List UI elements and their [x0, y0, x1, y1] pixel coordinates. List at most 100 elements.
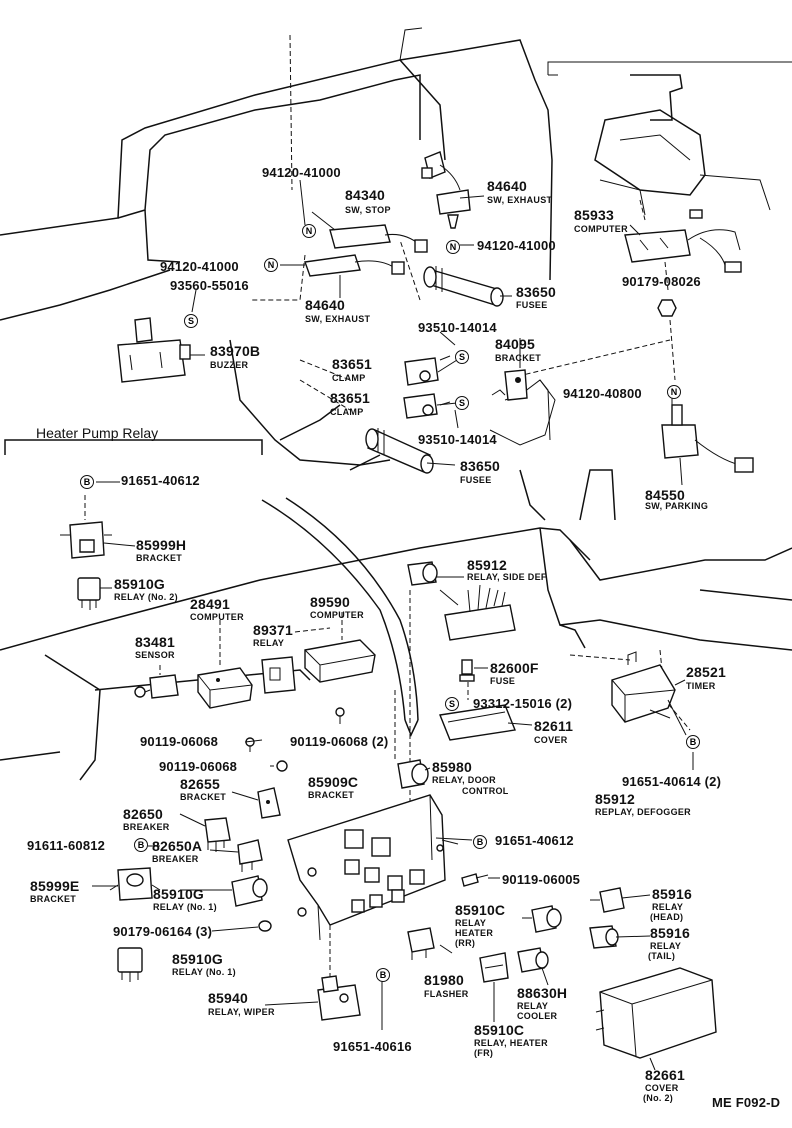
part-number: 83651: [332, 356, 372, 372]
part-name: COOLER: [517, 1011, 558, 1021]
symbol-s: S: [455, 350, 469, 364]
computer-28491-shape: [197, 667, 253, 709]
part-name: COVER: [645, 1083, 679, 1093]
bracket-84095-shape: [491, 369, 528, 401]
part-name: RELAY: [455, 918, 487, 928]
part-number: 91651-40616: [333, 1039, 412, 1054]
part-number: 82600F: [490, 660, 539, 676]
screw-90119-06068-b: [335, 707, 345, 724]
part-number: 82655: [180, 776, 220, 792]
part-name: SENSOR: [135, 650, 175, 660]
part-number: 83651: [330, 390, 370, 406]
computer-89590-shape: [304, 639, 376, 683]
part-name: COVER: [534, 735, 568, 745]
part-number: 90179-06164 (3): [113, 924, 213, 939]
breaker-82650-shape: [204, 817, 231, 852]
part-number: 84640: [487, 178, 527, 194]
bracket-82655-shape: [257, 787, 281, 819]
part-number: 93560-55016: [170, 278, 249, 293]
part-number: 88630H: [517, 985, 568, 1001]
part-name: (No. 2): [643, 1093, 674, 1103]
part-number: 85912: [595, 791, 635, 807]
part-number: 85910G: [172, 951, 224, 967]
cover-82611-shape: [439, 704, 516, 741]
part-number: 84095: [495, 336, 535, 352]
part-name: RELAY: [650, 941, 682, 951]
part-name: COMPUTER: [310, 610, 364, 620]
timer-shape: [611, 651, 676, 723]
part-number: 81980: [424, 972, 464, 988]
fusee-lower-shape: [365, 428, 434, 474]
part-number: 83970B: [210, 343, 261, 359]
part-number: 85916: [652, 886, 692, 902]
part-number: 90179-08026: [622, 274, 701, 289]
part-name: RELAY: [652, 902, 684, 912]
heater-pump-box: [4, 439, 263, 455]
part-number: 28491: [190, 596, 230, 612]
part-number: 90119-06068 (2): [290, 734, 389, 749]
clamp-upper-shape: [404, 357, 439, 386]
fusee-upper-shape: [423, 266, 504, 307]
symbol-s: S: [445, 697, 459, 711]
part-name: TIMER: [686, 681, 716, 691]
console-inset-frame: [547, 61, 792, 221]
part-number: 90119-06068: [159, 759, 238, 774]
part-name: CONTROL: [462, 786, 509, 796]
relay-cooler-shape: [517, 947, 549, 973]
part-number: 94120-41000: [160, 259, 239, 274]
part-name: FUSEE: [460, 475, 492, 485]
part-name: RELAY, HEATER: [474, 1038, 548, 1048]
part-name: (TAIL): [648, 951, 676, 961]
relay-85910g-no2-shape: [77, 577, 101, 610]
part-number: 82611: [534, 718, 574, 734]
exhaust-switch-upper-shape: [421, 151, 471, 229]
part-number: 91651-40614 (2): [622, 774, 722, 789]
part-name: RELAY: [517, 1001, 549, 1011]
part-number: 85910C: [455, 902, 506, 918]
part-number: 83481: [135, 634, 175, 650]
leader-lines: [92, 179, 694, 1071]
relay-wiper-shape: [317, 975, 361, 1021]
part-name: BREAKER: [152, 854, 199, 864]
bracket-85999e-shape: [109, 867, 161, 901]
part-name: FUSE: [490, 676, 516, 686]
flasher-shape: [407, 927, 435, 960]
relay-side-def-shape: [407, 561, 438, 586]
part-number: 91651-40612: [121, 473, 200, 488]
part-number: 93312-15016 (2): [473, 696, 573, 711]
part-name: RELAY, SIDE DEF: [467, 572, 547, 582]
part-number: 85916: [650, 925, 690, 941]
part-name: RELAY (No. 2): [114, 592, 178, 602]
part-name: RELAY, WIPER: [208, 1007, 275, 1017]
exhaust-switch-lower-shape: [304, 254, 405, 277]
relay-85910g-no1-shape: [231, 875, 268, 907]
part-name: SW, EXHAUST: [487, 195, 553, 205]
part-number: 83650: [460, 458, 500, 474]
sensor-83481-shape: [134, 674, 179, 699]
part-number: 82650: [123, 806, 163, 822]
part-name: SW, PARKING: [645, 501, 709, 511]
part-number: 85999E: [30, 878, 80, 894]
part-number: 82661: [645, 1067, 685, 1083]
symbol-b: B: [686, 735, 700, 749]
symbol-b: B: [80, 475, 94, 489]
nut-90179-08026: [657, 299, 677, 317]
relay-89371-shape: [261, 656, 296, 694]
relay-heater-rr-shape: [531, 905, 562, 933]
part-name: SW, EXHAUST: [305, 314, 371, 324]
fuse-82600f-shape: [459, 659, 475, 682]
part-number: 89590: [310, 594, 350, 610]
symbol-s: S: [455, 396, 469, 410]
part-number: 84340: [345, 187, 385, 203]
relay-door-control-shape: [397, 759, 429, 789]
part-name: BRACKET: [30, 894, 77, 904]
part-number: 85910G: [153, 886, 205, 902]
part-name: COMPUTER: [190, 612, 244, 622]
part-name: CLAMP: [330, 407, 364, 417]
part-name: BRACKET: [180, 792, 227, 802]
part-number: 94120-41000: [477, 238, 556, 253]
part-name: RELAY, DOOR: [432, 775, 496, 785]
part-number: 82650A: [152, 838, 203, 854]
part-number: 83650: [516, 284, 556, 300]
part-number: 85910C: [474, 1022, 525, 1038]
